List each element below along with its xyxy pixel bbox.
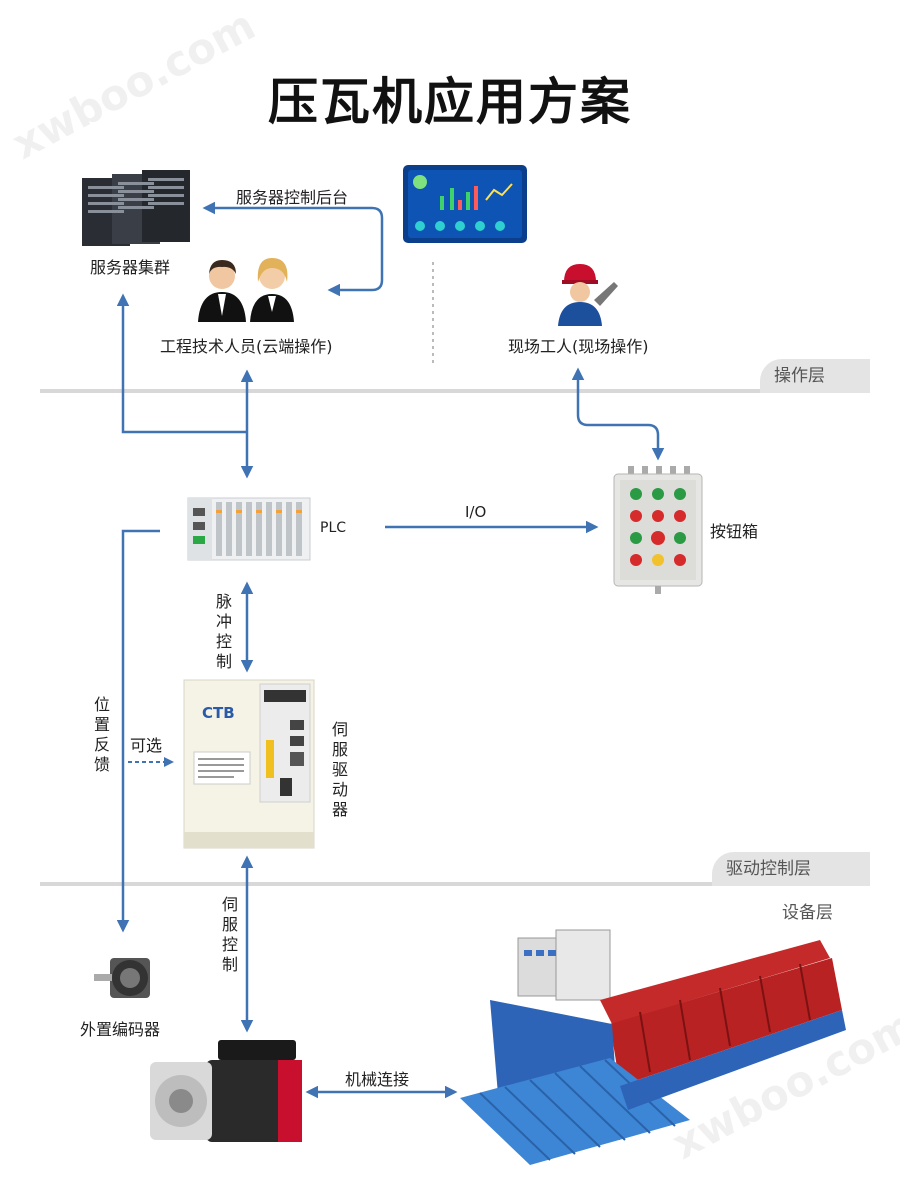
equipment-layer-label: 设备层 — [782, 903, 833, 923]
position-feedback-label: 位置反馈 — [93, 695, 110, 774]
servo-control-label: 伺服控制 — [221, 895, 238, 974]
edge-worker-buttonbox — [571, 367, 665, 461]
page-title: 压瓦机应用方案 — [268, 73, 632, 131]
operation-layer-line — [40, 389, 870, 393]
button-box-label: 按钮箱 — [710, 522, 759, 541]
edge-server-plc — [116, 293, 247, 434]
mechanical-link-label: 机械连接 — [345, 1070, 410, 1089]
edge-feedback — [116, 529, 160, 933]
servo-driver-label: 伺服驱动器 — [331, 720, 348, 819]
engineer-label: 工程技术人员(云端操作) — [160, 337, 333, 356]
optional-label: 可选 — [130, 736, 163, 755]
plc-label: PLC — [320, 520, 347, 536]
drive-layer-line — [40, 882, 870, 886]
servo-brand: CTB — [202, 704, 235, 722]
encoder-label: 外置编码器 — [80, 1020, 161, 1039]
io-label: I/O — [465, 503, 487, 521]
field-worker-label: 现场工人(现场操作) — [508, 337, 649, 356]
server-cluster-label: 服务器集群 — [90, 258, 171, 277]
pulse-control-label: 脉冲控制 — [215, 592, 232, 671]
operation-layer-tab: 操作层 — [760, 359, 870, 393]
drive-layer-tab: 驱动控制层 — [712, 852, 870, 886]
edge-server-control — [202, 201, 384, 297]
server-control-label: 服务器控制后台 — [236, 188, 349, 207]
